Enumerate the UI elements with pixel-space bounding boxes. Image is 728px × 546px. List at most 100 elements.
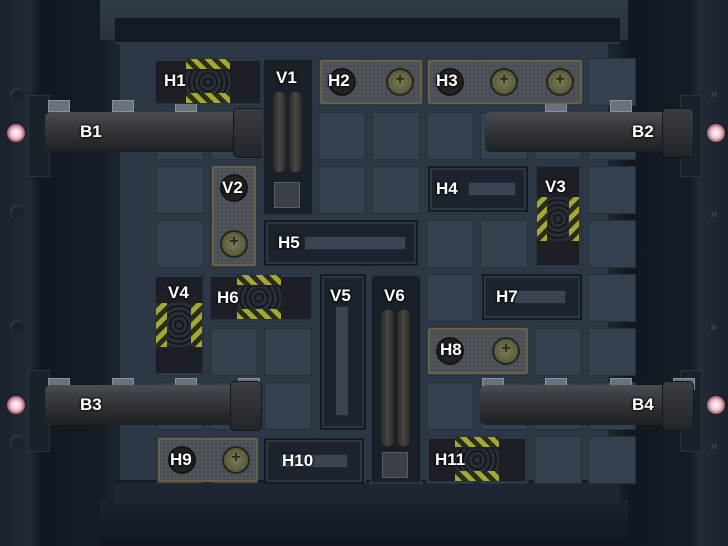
knob bbox=[220, 174, 248, 202]
block-H5[interactable]: H5 bbox=[264, 220, 418, 266]
board-tile bbox=[588, 274, 636, 322]
block-H8[interactable]: H8 bbox=[428, 328, 528, 374]
block-label: V5 bbox=[330, 286, 351, 305]
block-label: H11 bbox=[435, 450, 466, 469]
block-label: H10 bbox=[282, 451, 314, 470]
block-V3[interactable]: V3 bbox=[536, 166, 580, 266]
screw-icon bbox=[222, 446, 250, 474]
board-tile bbox=[426, 112, 474, 160]
slot-groove bbox=[335, 306, 349, 416]
block-label: H5 bbox=[278, 233, 300, 252]
hazard-stripes bbox=[186, 93, 230, 103]
block-V5[interactable]: V5 bbox=[320, 274, 366, 430]
board-tile bbox=[264, 328, 312, 376]
chevron-right-icon: » bbox=[710, 85, 718, 101]
grip-icon bbox=[186, 71, 230, 93]
block-H9[interactable]: H9 bbox=[158, 438, 258, 482]
rivet-icon bbox=[10, 320, 24, 334]
grip-icon bbox=[237, 287, 281, 309]
grip-icon bbox=[547, 197, 569, 241]
block-label: H7 bbox=[496, 287, 518, 306]
bar-label: B3 bbox=[80, 395, 102, 414]
screw-icon bbox=[220, 230, 248, 258]
bar-body bbox=[45, 112, 240, 152]
block-label: H8 bbox=[440, 340, 462, 359]
chevron-right-icon: » bbox=[710, 318, 718, 334]
bar-end-cap bbox=[662, 108, 694, 158]
board-tile bbox=[426, 274, 474, 322]
grip-icon bbox=[167, 303, 191, 347]
bar-label: B1 bbox=[80, 122, 102, 141]
block-H11[interactable]: H11 bbox=[428, 437, 526, 482]
block-V1[interactable]: V1 bbox=[262, 58, 314, 216]
block-V6[interactable]: V6 bbox=[370, 274, 422, 484]
screw-icon bbox=[490, 68, 518, 96]
board-tile bbox=[210, 328, 258, 376]
block-V2[interactable]: V2 bbox=[212, 166, 256, 266]
slot-groove bbox=[468, 182, 516, 196]
bar-end-cap bbox=[230, 381, 262, 431]
bar-label: B2 bbox=[632, 122, 654, 141]
bar-end-cap bbox=[233, 108, 265, 158]
block-H3[interactable]: H3 bbox=[428, 60, 582, 104]
tube bbox=[397, 310, 410, 446]
board-tile bbox=[426, 382, 474, 430]
knob bbox=[328, 68, 356, 96]
screw-icon bbox=[546, 68, 574, 96]
bar-clip bbox=[48, 100, 70, 112]
hazard-stripes bbox=[156, 303, 167, 347]
hazard-stripes bbox=[186, 59, 230, 69]
bar-clip bbox=[610, 100, 632, 112]
hazard-stripes bbox=[191, 303, 202, 347]
board-tile bbox=[588, 58, 636, 106]
rail-bottom bbox=[115, 480, 620, 504]
board-tile bbox=[318, 166, 366, 214]
board-tile bbox=[426, 220, 474, 268]
bar-end-cap bbox=[662, 381, 694, 431]
block-label: H9 bbox=[170, 450, 192, 469]
board-tile bbox=[480, 220, 528, 268]
board-tile bbox=[318, 112, 366, 160]
indicator-light-left-top bbox=[7, 124, 25, 142]
rivet-icon bbox=[10, 88, 24, 102]
screw-icon bbox=[386, 68, 414, 96]
block-label: H1 bbox=[164, 71, 186, 90]
block-label: H4 bbox=[436, 179, 458, 198]
hazard-stripes bbox=[455, 437, 499, 447]
slot-groove bbox=[514, 290, 566, 304]
tube bbox=[381, 310, 394, 446]
slot-groove bbox=[280, 454, 348, 468]
block-H1[interactable]: H1 bbox=[155, 59, 261, 104]
block-label: V6 bbox=[384, 286, 405, 305]
block-H2[interactable]: H2 bbox=[320, 60, 422, 104]
hazard-stripes bbox=[569, 197, 579, 241]
frame-bottom bbox=[100, 500, 628, 546]
bar-label: B4 bbox=[632, 395, 654, 414]
block-H4[interactable]: H4 bbox=[428, 166, 528, 212]
board-tile bbox=[588, 220, 636, 268]
tube bbox=[273, 92, 286, 172]
block-H10[interactable]: H10 bbox=[264, 438, 364, 484]
board-tile bbox=[156, 166, 204, 214]
rail-top bbox=[115, 18, 620, 44]
chevron-right-icon: » bbox=[710, 205, 718, 221]
block-label: H2 bbox=[328, 71, 350, 90]
board-tile bbox=[588, 328, 636, 376]
block-label: V3 bbox=[545, 177, 566, 196]
block-label: V2 bbox=[222, 178, 243, 197]
rivet-icon bbox=[10, 205, 24, 219]
block-label: H6 bbox=[217, 288, 239, 307]
indicator-light-right-top bbox=[707, 124, 725, 142]
block-label: V1 bbox=[276, 68, 297, 87]
board-tile bbox=[156, 220, 204, 268]
bar-body bbox=[485, 112, 685, 152]
block-H6[interactable]: H6 bbox=[210, 275, 312, 320]
hazard-stripes bbox=[237, 275, 281, 285]
indicator-light-right-bottom bbox=[707, 396, 725, 414]
knob bbox=[168, 446, 196, 474]
block-H7[interactable]: H7 bbox=[482, 274, 582, 320]
block-label: V4 bbox=[168, 283, 189, 302]
block-V4[interactable]: V4 bbox=[155, 276, 203, 374]
latch bbox=[274, 182, 300, 208]
